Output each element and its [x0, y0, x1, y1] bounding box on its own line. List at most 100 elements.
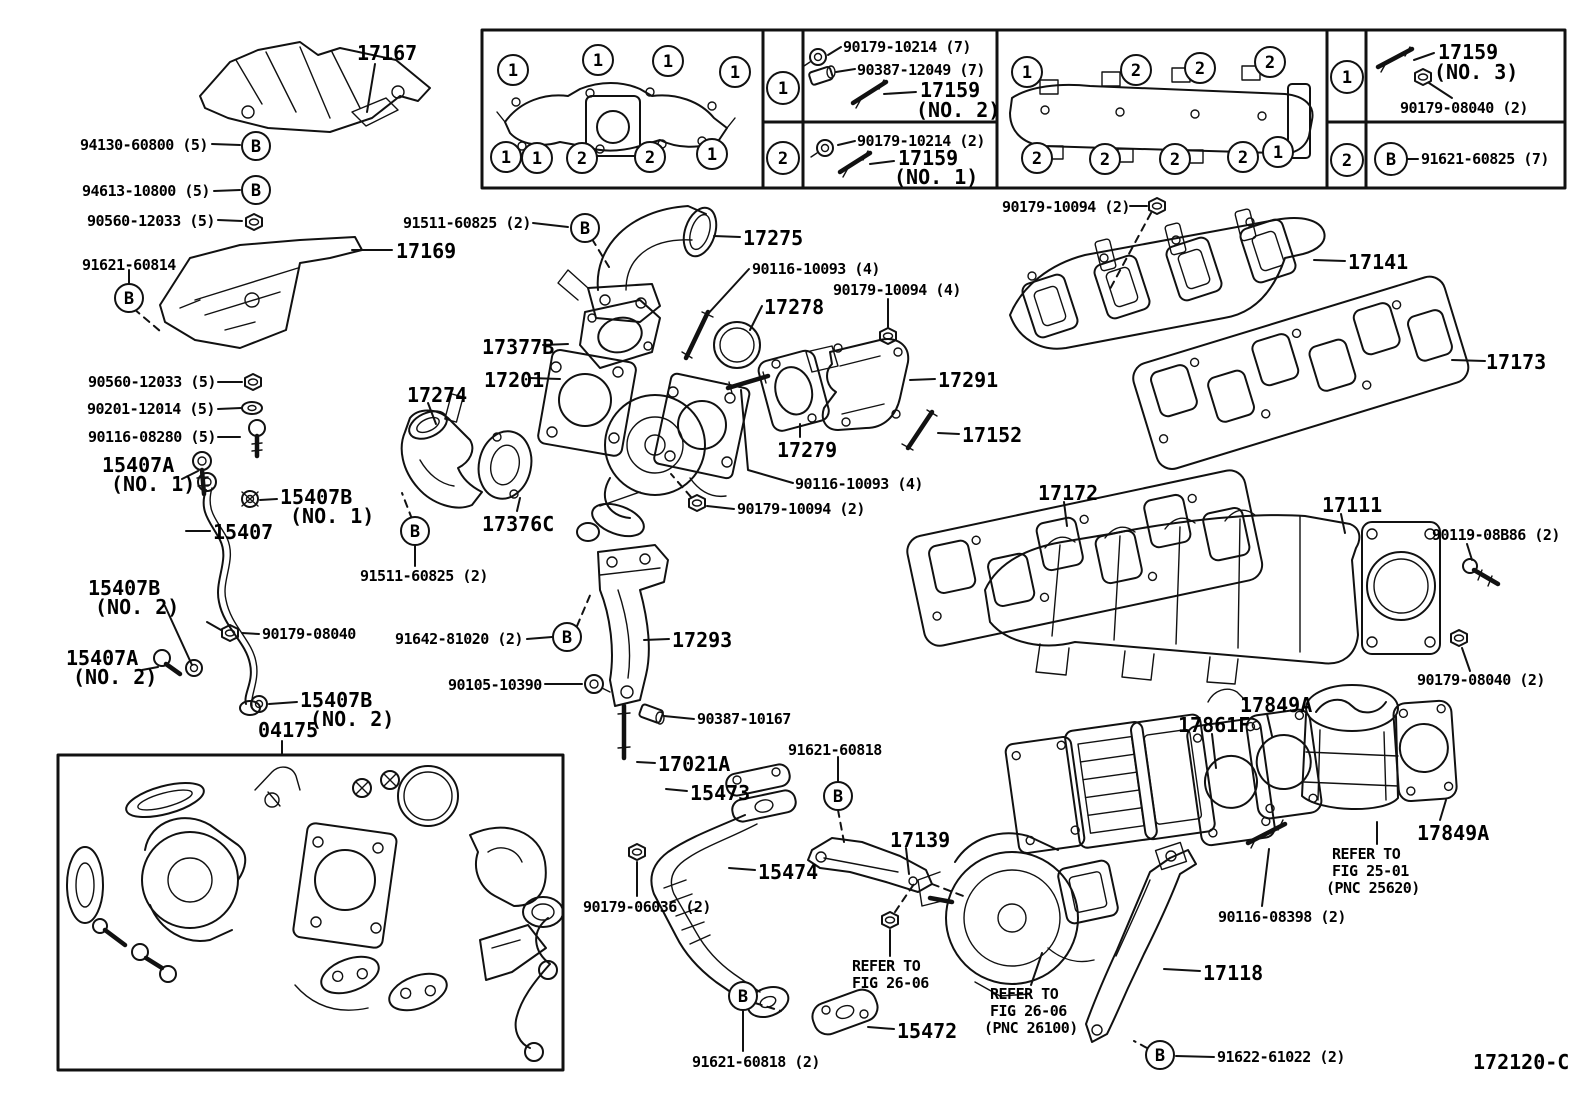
- nut-icon: [1148, 197, 1166, 215]
- part-label-17861f: 17861F: [1178, 713, 1251, 737]
- part-label-90179-06036: 90179-06036 (2): [583, 898, 711, 916]
- part-label-17274: 17274: [407, 383, 468, 407]
- nut-icon: [628, 843, 646, 861]
- callout-1: 1: [521, 142, 553, 174]
- svg-text:1: 1: [593, 51, 603, 71]
- callout-b: B: [114, 283, 144, 313]
- spec-table: [480, 28, 1567, 190]
- callout-1: 1: [766, 71, 800, 105]
- callout-1: 1: [652, 45, 684, 77]
- svg-text:1: 1: [1342, 68, 1352, 88]
- svg-text:B: B: [251, 181, 261, 201]
- clamp-15407b-icon: [241, 490, 259, 508]
- svg-text:B: B: [833, 787, 843, 807]
- part-label-15474: 15474: [758, 860, 819, 884]
- callout-1: 1: [490, 141, 522, 173]
- nut-icon: [221, 624, 239, 642]
- callout-1: 1: [582, 44, 614, 76]
- part-label-17291: 17291: [938, 368, 999, 392]
- table-label-90387-12049-7: 90387-12049 (7): [857, 61, 985, 79]
- callout-2: 2: [1089, 143, 1121, 175]
- stud-bolt-icon: [850, 79, 889, 109]
- svg-text:2: 2: [1238, 148, 1248, 168]
- svg-text:1: 1: [778, 79, 788, 99]
- part-label-15407a-no2-sub: (NO. 2): [73, 665, 158, 689]
- callout-1: 1: [696, 138, 728, 170]
- callout-1: 1: [719, 56, 751, 88]
- callout-1: 1: [1262, 136, 1294, 168]
- part-15473-gasket: [725, 763, 797, 823]
- throttle-body-fig25-01: [1301, 684, 1399, 811]
- part-17173-gasket: [1132, 275, 1470, 470]
- part-label-90179-10094-2-top: 90179-10094 (2): [1002, 198, 1130, 216]
- note-refer-fig25-01-line3: (PNC 25620): [1326, 879, 1420, 897]
- part-label-90179-10094-2-bottom: 90179-10094 (2): [737, 500, 865, 518]
- bolt-icon: [1462, 558, 1501, 587]
- part-17278-o-ring: [713, 321, 761, 369]
- part-15472-gasket: [811, 988, 879, 1036]
- svg-text:B: B: [410, 522, 420, 542]
- part-label-90387-10167: 90387-10167: [697, 710, 791, 728]
- part-17377b-gasket: [579, 299, 661, 369]
- svg-text:2: 2: [645, 148, 655, 168]
- stud-bolt-icon: [901, 409, 938, 451]
- part-17849a-gasket: [1245, 708, 1323, 820]
- table-label-91621-60825-7: 91621-60825 (7): [1421, 150, 1549, 168]
- table-label-90179-10214-7: 90179-10214 (7): [843, 38, 971, 56]
- part-label-17139: 17139: [890, 828, 951, 852]
- part-label-15473: 15473: [690, 781, 751, 805]
- callout-b: B: [241, 175, 271, 205]
- svg-text:1: 1: [1273, 143, 1283, 163]
- part-label-17152: 17152: [962, 423, 1023, 447]
- nut-icon: [881, 911, 899, 929]
- part-17849a-gasket: [1392, 699, 1458, 803]
- throttle-body-fig26-06: [917, 832, 1119, 997]
- part-17172-gasket: [906, 469, 1264, 647]
- part-label-15407b-no1-sub: (NO. 1): [290, 504, 375, 528]
- leader-lines: [128, 46, 1486, 1058]
- part-17279-gasket: [757, 349, 830, 432]
- table-label-17159-no2: 17159: [920, 78, 981, 102]
- part-label-17172: 17172: [1038, 481, 1099, 505]
- part-17293-turbo-stay: [597, 544, 669, 707]
- svg-text:2: 2: [1265, 53, 1275, 73]
- stud-bolt-icon: [681, 309, 714, 361]
- part-label-94130-60800: 94130-60800 (5): [80, 136, 208, 154]
- part-label-15407b-no2: 15407B: [88, 576, 161, 600]
- part-label-17278: 17278: [764, 295, 825, 319]
- bolt-icon: [584, 674, 611, 694]
- svg-text:2: 2: [778, 149, 788, 169]
- part-label-15407: 15407: [213, 520, 274, 544]
- part-label-17275: 17275: [743, 226, 804, 250]
- part-17118-bracket: [1085, 841, 1197, 1043]
- callout-b: B: [1374, 142, 1408, 176]
- part-17169-heat-insulator: [159, 236, 363, 349]
- dashed-leader-lines: [133, 212, 1152, 1049]
- note-refer-fig26-06-pnc-line3: (PNC 26100): [984, 1019, 1078, 1037]
- table-label-17159-no1: 17159: [898, 146, 959, 170]
- note-refer-fig26-06: REFER TO: [852, 957, 921, 975]
- callout-b: B: [241, 131, 271, 161]
- part-egr-cooler-stack: [1004, 713, 1216, 855]
- svg-text:B: B: [251, 137, 261, 157]
- callout-1: 1: [497, 54, 529, 86]
- part-label-17849a: 17849A: [1417, 821, 1490, 845]
- svg-text:1: 1: [508, 61, 518, 81]
- svg-text:1: 1: [730, 63, 740, 83]
- part-17274-water-elbow: [400, 393, 483, 509]
- svg-text:B: B: [580, 219, 590, 239]
- part-15474-oil-return-pipe: [650, 814, 790, 1018]
- callout-b: B: [552, 622, 582, 652]
- part-label-15407b-no2-sub: (NO. 2): [95, 595, 180, 619]
- part-17861f-egr-valve-flange: [1186, 688, 1276, 847]
- svg-text:B: B: [1155, 1046, 1165, 1066]
- table-manifold-front-sketch: [496, 82, 736, 157]
- part-label-91622-61022: 91622-61022 (2): [1217, 1048, 1345, 1066]
- table-label-17159-no3-sub: (NO. 3): [1434, 60, 1519, 84]
- part-label-17376c: 17376C: [482, 512, 555, 536]
- svg-text:2: 2: [1100, 150, 1110, 170]
- part-label-15407b-no2b-sub: (NO. 2): [310, 707, 395, 731]
- stud-bolt-icon: [837, 150, 873, 178]
- part-17139-bracket: [807, 837, 933, 893]
- note-refer-fig25-01-line2: FIG 25-01: [1332, 862, 1409, 880]
